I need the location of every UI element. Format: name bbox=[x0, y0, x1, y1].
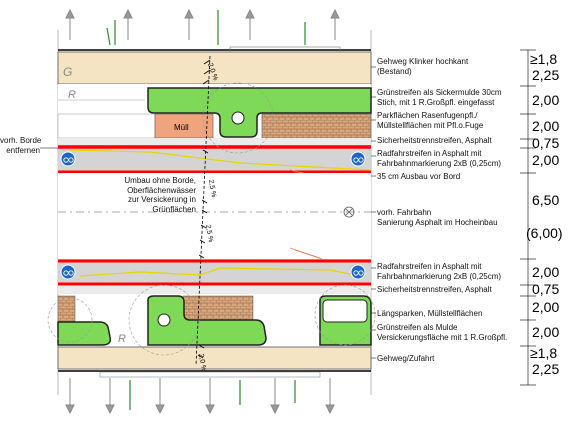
label-rad-bottom: Radfahrstreifen in Asphalt mit Fahrbahnm… bbox=[377, 262, 501, 281]
label-fahrbahn: vorh. Fahrbahn Sanierung Asphalt im Hoch… bbox=[377, 208, 498, 227]
parking-pavers-top-left bbox=[57, 113, 156, 139]
parking-pavers-bottom-left bbox=[57, 295, 76, 323]
label-gruen-top: Grünstreifen als Sickermulde 30cm Stich,… bbox=[377, 88, 502, 107]
label-umbau-line3: zur Versickerung in bbox=[127, 195, 196, 204]
dim-6: 2,00 bbox=[532, 152, 560, 168]
carriageway bbox=[58, 173, 371, 259]
label-umbau: Umbau ohne Borde, Oberflächenwässer zur … bbox=[118, 176, 196, 214]
parking-pavers-top bbox=[261, 113, 372, 139]
label-ausbau: 35 cm Ausbau vor Bord bbox=[377, 172, 461, 181]
dim-10: 0,75 bbox=[532, 281, 560, 297]
label-umbau-line2: Oberflächenwässer bbox=[127, 185, 196, 195]
label-umbau-line1: Umbau ohne Borde, bbox=[124, 176, 196, 185]
label-park-top-line2: Müllstellflächen mit Pfl.o.Fuge bbox=[377, 120, 484, 130]
slope-line bbox=[195, 55, 211, 366]
label-park-top-line1: Parkflächen Rasenfugenpfl./ bbox=[377, 111, 478, 120]
top-arrows bbox=[65, 8, 340, 40]
parking-pavers-bottom-mid bbox=[182, 295, 254, 323]
label-umbau-line4: Grünflächen bbox=[152, 204, 196, 214]
safety-strip-top bbox=[58, 138, 371, 145]
label-gruen-bottom-line2: Versickerungsfläche mit 1 R.Großpfl. bbox=[377, 332, 508, 342]
label-gehweg-top: Gehweg Klinker hochkant (Bestand) bbox=[377, 57, 468, 76]
dim-9: 2,00 bbox=[532, 264, 560, 280]
label-rad-top: Radfahrstreifen in Asphalt mit Fahrbahnm… bbox=[377, 149, 501, 168]
sidewalk-bottom bbox=[57, 346, 372, 370]
bike-lane-bottom bbox=[58, 259, 371, 285]
bike-lane-sign-icon-top-left bbox=[60, 151, 76, 167]
dim-11: 2,00 bbox=[532, 299, 560, 315]
label-sicher-top: Sicherheitstrennstreifen, Asphalt bbox=[377, 136, 492, 145]
label-laengs: Längsparken, Müllstellflächen bbox=[377, 309, 483, 318]
center-point-icon bbox=[343, 206, 355, 218]
label-gehweg-top-line1: Gehweg Klinker hochkant bbox=[377, 57, 469, 66]
dim-3: 2,00 bbox=[532, 92, 560, 108]
leader-lines bbox=[40, 66, 376, 359]
dim-13: ≥1,8 bbox=[530, 345, 558, 361]
safety-strip-bottom bbox=[58, 286, 371, 294]
trash-label: Müll bbox=[174, 123, 189, 132]
label-fahrbahn-line1: vorh. Fahrbahn bbox=[377, 208, 432, 217]
label-rad-bottom-line2: Fahrbahnmarkierung 2xB (0,25cm) bbox=[377, 271, 502, 281]
dim-2: 2,25 bbox=[532, 67, 560, 83]
slope-label-4: 2,0 % bbox=[197, 353, 207, 372]
slope-label-2: 2,5 % bbox=[207, 179, 217, 198]
label-gruen-top-line2: Stich, mit 1 R.Großpfl. eingefasst bbox=[377, 97, 495, 107]
label-borde-line1: vorh. Borde bbox=[0, 136, 42, 145]
label-rad-top-line2: Fahrbahnmarkierung 2xB (0,25cm) bbox=[377, 158, 502, 168]
bike-lane-sign-icon-top-right bbox=[350, 151, 366, 167]
tree-canopies bbox=[47, 82, 376, 356]
label-gruen-top-line1: Grünstreifen als Sickermulde 30cm bbox=[377, 88, 502, 97]
label-gehweg-bottom: Gehweg/Zufahrt bbox=[377, 354, 435, 363]
label-rad-top-line1: Radfahrstreifen in Asphalt mit bbox=[377, 149, 482, 158]
bike-lane-top bbox=[58, 145, 371, 173]
label-gruen-bottom-line1: Grünstreifen als Mulde bbox=[377, 323, 458, 332]
bike-lane-sign-icon-bottom-right bbox=[350, 264, 366, 280]
zone-letter-r-bottom: R bbox=[118, 333, 126, 345]
dim-12: 2,00 bbox=[532, 324, 560, 340]
vegetation-marks-top bbox=[106, 10, 306, 46]
slope-label-3: 2,5 % bbox=[204, 224, 214, 243]
dim-4: 2,00 bbox=[532, 118, 560, 134]
label-park-top: Parkflächen Rasenfugenpfl./ Müllstellflä… bbox=[377, 111, 483, 130]
label-rad-bottom-line1: Radfahrstreifen in Asphalt mit bbox=[377, 262, 482, 271]
label-borde: vorh. Borde entfernen bbox=[0, 136, 42, 155]
zone-letter-g: G bbox=[63, 65, 72, 79]
green-strip-bottom bbox=[57, 321, 112, 346]
green-strip-bottom-mid bbox=[147, 295, 267, 346]
dim-1: ≥1,8 bbox=[530, 51, 558, 67]
sidewalk-top bbox=[57, 51, 372, 85]
dim-5: 0,75 bbox=[532, 135, 560, 151]
green-strip-top bbox=[147, 87, 372, 138]
label-fahrbahn-line2: Sanierung Asphalt im Hocheinbau bbox=[377, 217, 498, 227]
dimension-axis bbox=[520, 49, 536, 386]
vegetation-marks-bottom bbox=[129, 380, 296, 410]
bottom-arrows bbox=[65, 378, 335, 415]
label-gehweg-top-line2: (Bestand) bbox=[377, 66, 412, 76]
trash-area bbox=[154, 113, 214, 139]
bike-lane-sign-icon-bottom-left bbox=[60, 264, 76, 280]
label-gruen-bottom: Grünstreifen als Mulde Versickerungsfläc… bbox=[377, 323, 507, 342]
zone-letter-r-top: R bbox=[68, 89, 76, 101]
label-borde-line2: entfernen bbox=[6, 145, 40, 155]
dim-7: 6,50 bbox=[532, 192, 560, 208]
dim-14: 2,25 bbox=[532, 361, 560, 377]
dim-8: (6,00) bbox=[526, 225, 563, 241]
label-sicher-bottom: Sicherheitstrennstreifen, Asphalt bbox=[377, 285, 492, 294]
